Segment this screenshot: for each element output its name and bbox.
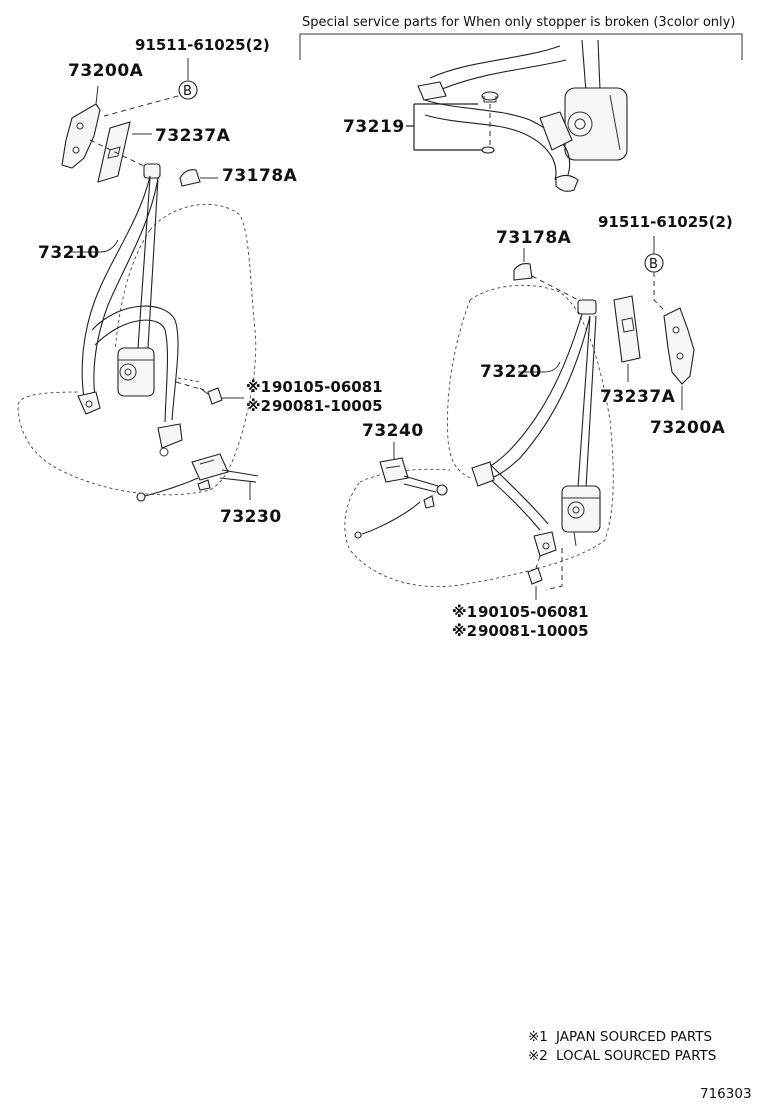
legend: ※1 JAPAN SOURCED PARTS ※2 LOCAL SOURCED … — [528, 1029, 716, 1064]
stopper-kit-detail: 73219 — [343, 39, 628, 192]
left-seat-assembly: 73200A 91511-61025(2) B 73237A 73178A — [17, 36, 383, 527]
fastener-right-mark-2: ※2 — [452, 622, 477, 640]
label-belt-right: 73220 — [480, 362, 542, 382]
label-buckle-left: 73230 — [220, 507, 282, 527]
label-stopper-kit: 73219 — [343, 117, 405, 137]
fastener-left-part-2: 90081-10005 — [272, 397, 383, 415]
legend-mark-1: ※1 — [528, 1029, 548, 1045]
special-parts-bracket: Special service parts for When only stop… — [299, 15, 743, 60]
label-anchor-left: 73200A — [68, 61, 144, 81]
legend-mark-2: ※2 — [528, 1048, 548, 1064]
label-cover-right: 73237A — [600, 387, 676, 407]
fastener-left-mark-2: ※2 — [246, 397, 271, 415]
right-seat-assembly: 73178A 91511-61025(2) B 73237A 73200A — [344, 213, 733, 640]
fastener-right-mark-1: ※1 — [452, 603, 477, 621]
fastener-right-part-2: 90081-10005 — [478, 622, 589, 640]
badge-b-left: B — [183, 84, 192, 99]
label-buckle-right: 73240 — [362, 421, 424, 441]
legend-text-2: LOCAL SOURCED PARTS — [556, 1048, 716, 1064]
label-cover-left: 73237A — [155, 126, 231, 146]
label-bolt-right: 91511-61025(2) — [598, 213, 733, 231]
fastener-left-mark-1: ※1 — [246, 378, 271, 396]
legend-text-1: JAPAN SOURCED PARTS — [555, 1029, 712, 1045]
fastener-right-part-1: 90105-06081 — [478, 603, 589, 621]
special-parts-note: Special service parts for When only stop… — [302, 15, 735, 30]
badge-b-right: B — [649, 257, 658, 272]
fastener-left-part-1: 90105-06081 — [272, 378, 383, 396]
label-stopper-left: 73178A — [222, 166, 298, 186]
figure-id: 716303 — [700, 1086, 752, 1102]
label-stopper-right: 73178A — [496, 228, 572, 248]
label-bolt-left: 91511-61025(2) — [135, 36, 270, 54]
label-anchor-right: 73200A — [650, 418, 726, 438]
label-belt-left: 73210 — [38, 243, 100, 263]
